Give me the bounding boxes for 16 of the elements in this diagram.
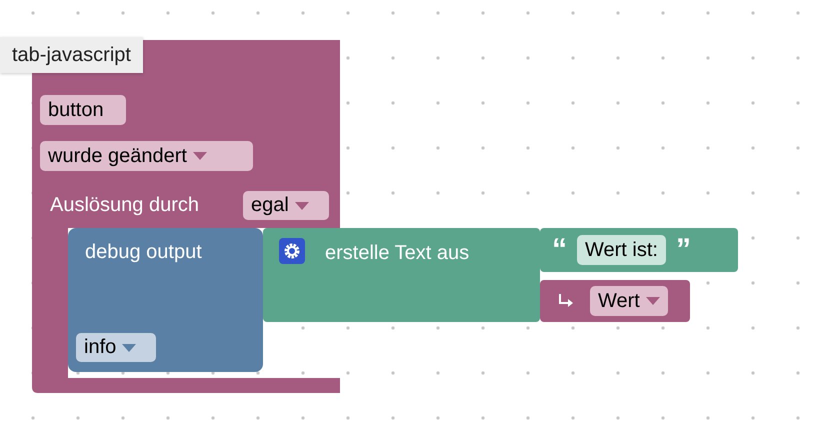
dropdown: egal [243, 191, 329, 220]
dropdown: wurde geändert [40, 141, 253, 171]
block-label: debug output [85, 240, 202, 264]
variable-block [540, 280, 690, 322]
text-block [540, 228, 738, 272]
dropdown: info [76, 333, 156, 362]
quote-mark: “ [552, 235, 567, 265]
block-label: erstelle Text aus [325, 241, 470, 266]
quote-mark: ” [676, 235, 691, 265]
text-join-block [263, 228, 540, 322]
text-field: button [40, 95, 126, 125]
text-field: Wert ist: [577, 235, 666, 265]
debug-block [68, 228, 263, 372]
tooltip: tab-javascript [0, 37, 143, 73]
block-label: Auslösung durch [50, 193, 199, 217]
dropdown: Wert [590, 286, 668, 316]
